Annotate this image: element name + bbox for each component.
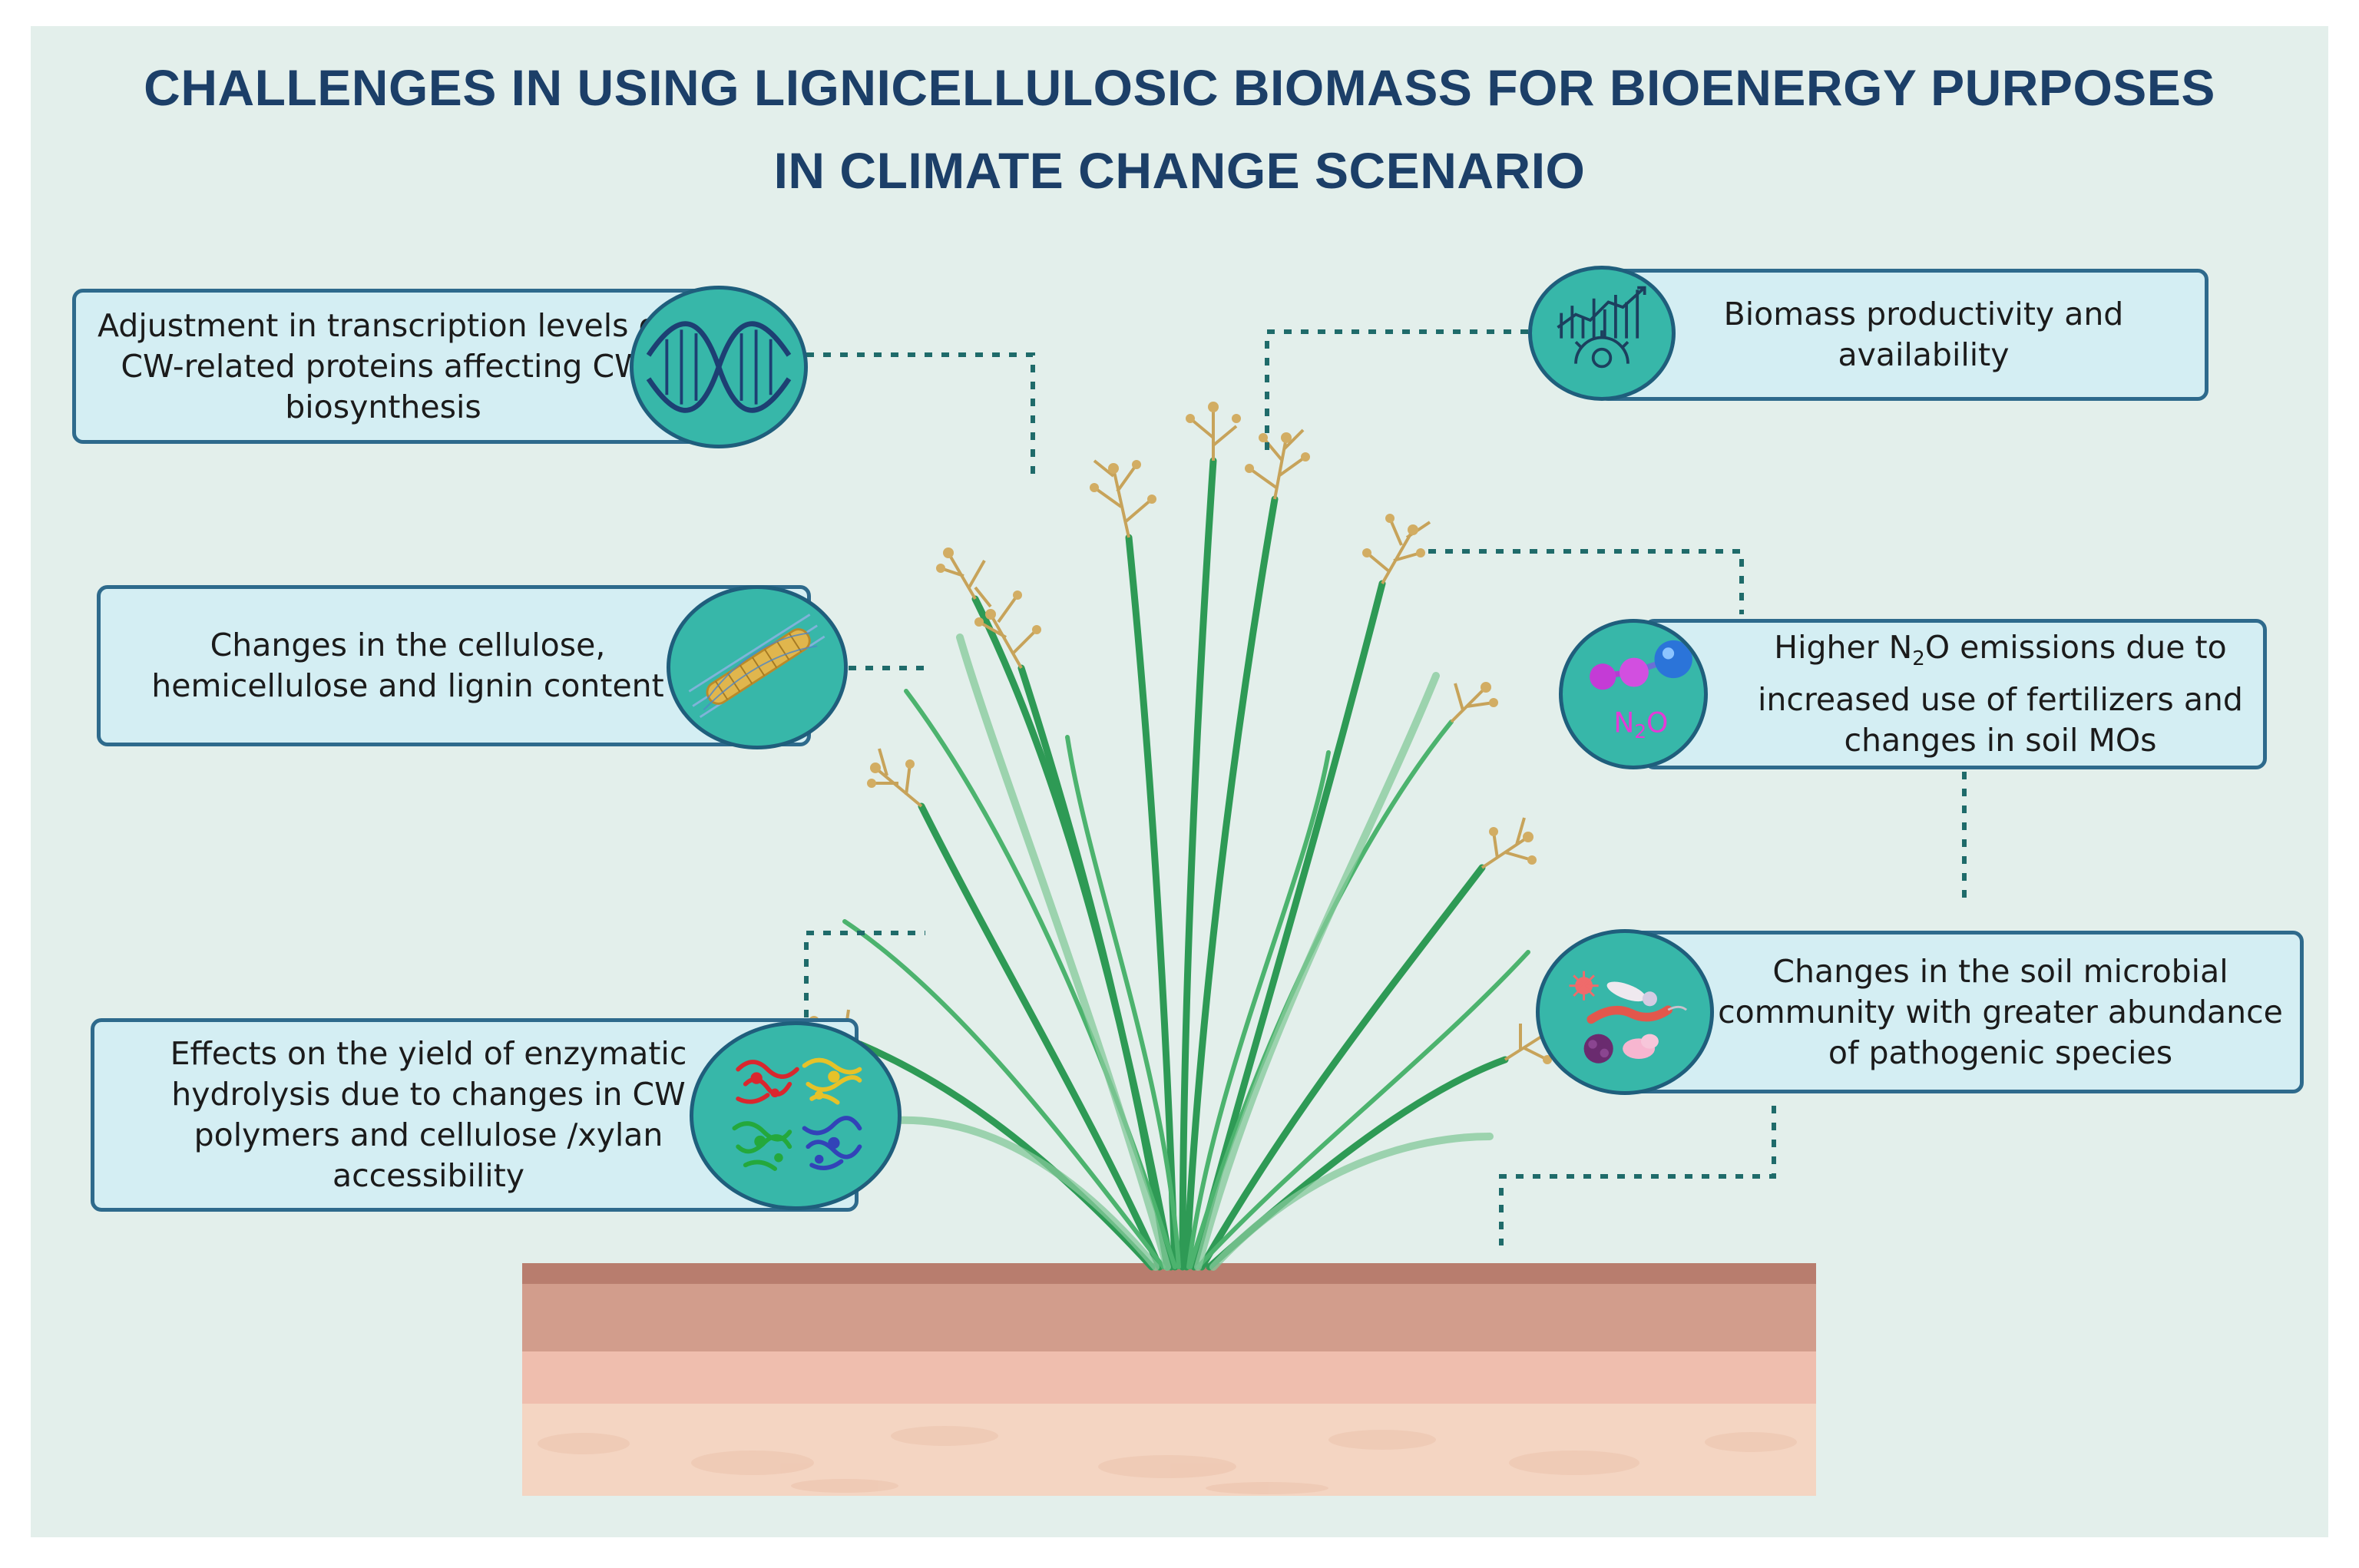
callout-microbial: Changes in the soil microbial community … <box>1613 931 2304 1093</box>
callout-hydrolysis-text: Effects on the yield of enzymatic hydrol… <box>170 1035 687 1194</box>
seed-heads <box>813 407 1549 1061</box>
callout-transcription-text: Adjustment in transcription levels of CW… <box>97 306 670 425</box>
n2o-icon-label-o: O <box>1646 707 1668 739</box>
callout-productivity-text: Biomass productivity and availability <box>1723 296 2124 373</box>
callout-n2o-text: Higher N2O emissions due to increased us… <box>1747 623 2254 766</box>
callout-microbial-text: Changes in the soil microbial community … <box>1718 952 2283 1071</box>
n2o-molecule-icon: N2O <box>1559 619 1708 769</box>
switchgrass-plant <box>842 457 1530 1271</box>
microbes-icon <box>1536 929 1714 1095</box>
dna-icon <box>630 286 808 448</box>
n2o-text-after: O emissions due to increased use of fert… <box>1758 628 2243 759</box>
svg-text:N2O: N2O <box>1613 707 1668 743</box>
diagram-title: CHALLENGES IN USING LIGNICELLULOSIC BIOM… <box>31 46 2328 212</box>
callout-cellulose-text: Changes in the cellulose, hemicellulose … <box>151 627 664 704</box>
n2o-text-sub: 2 <box>1912 647 1925 671</box>
soil-layers <box>522 1263 1816 1496</box>
enzyme-protein-icon <box>690 1021 902 1210</box>
title-line-2: IN CLIMATE CHANGE SCENARIO <box>773 142 1586 199</box>
callout-productivity: Biomass productivity and availability <box>1597 269 2208 401</box>
n2o-icon-label-sub: 2 <box>1634 720 1646 743</box>
n2o-icon-label-n: N <box>1613 707 1634 739</box>
seed-grains <box>809 402 1553 1064</box>
growth-chart-icon <box>1528 266 1676 401</box>
connector-lines <box>804 329 1967 1245</box>
cellulose-fiber-icon <box>667 585 848 749</box>
callout-n2o: Higher N2O emissions due to increased us… <box>1643 619 2267 769</box>
n2o-text-before: Higher N <box>1774 628 1913 666</box>
title-line-1: CHALLENGES IN USING LIGNICELLULOSIC BIOM… <box>144 59 2215 116</box>
